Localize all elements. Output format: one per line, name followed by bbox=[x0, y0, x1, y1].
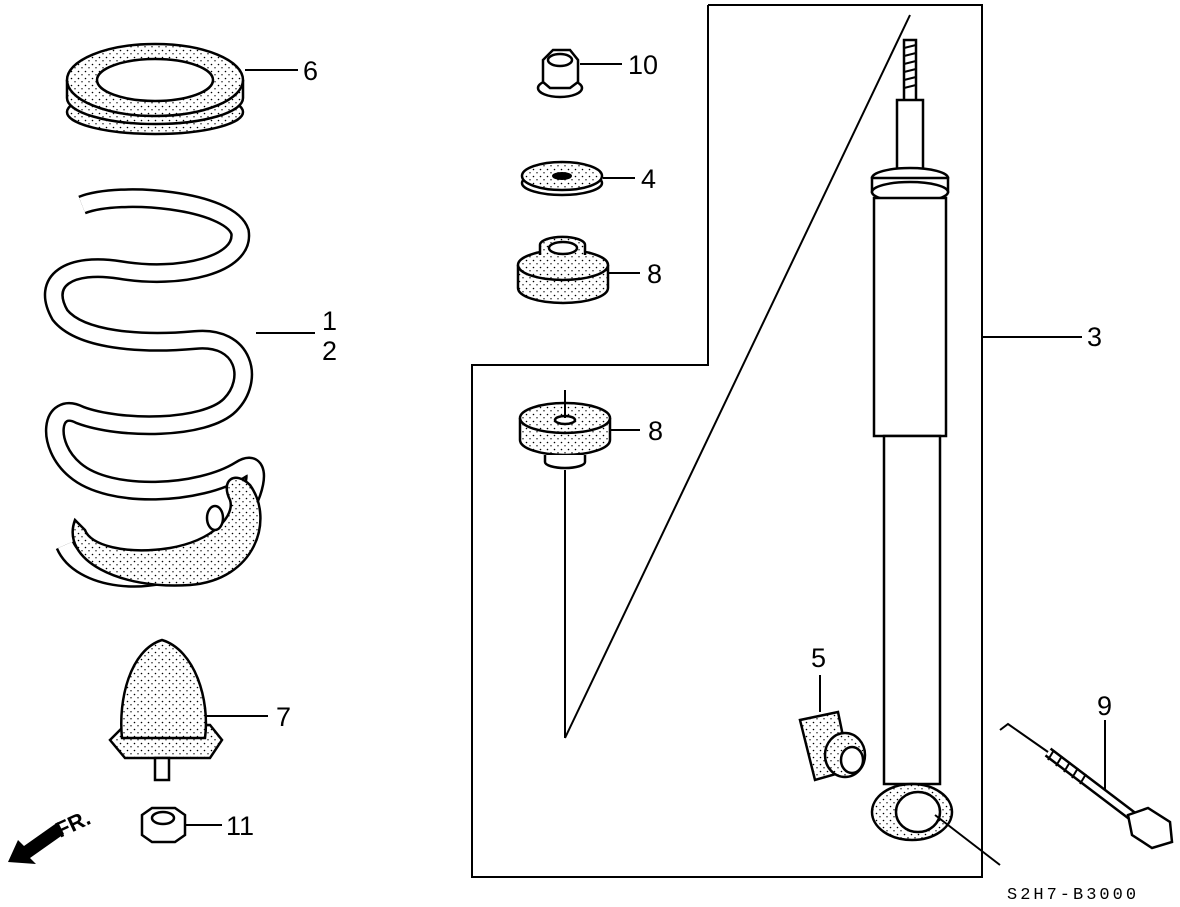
callout-2: 2 bbox=[322, 336, 337, 366]
leader-lines bbox=[185, 63, 1106, 826]
callout-10: 10 bbox=[628, 50, 658, 80]
spring-seat-rubber-6 bbox=[65, 42, 245, 136]
bushing-5 bbox=[798, 710, 867, 782]
callout-11: 11 bbox=[226, 811, 254, 841]
callout-4: 4 bbox=[641, 164, 656, 194]
shock-absorber-3 bbox=[870, 38, 954, 842]
callout-8-upper: 8 bbox=[647, 259, 662, 289]
callout-7: 7 bbox=[276, 702, 291, 732]
callout-8-lower: 8 bbox=[648, 416, 663, 446]
coil-spring-1-2 bbox=[43, 188, 266, 588]
callout-9: 9 bbox=[1097, 691, 1112, 721]
callout-1: 1 bbox=[322, 306, 337, 336]
bump-stop-7 bbox=[108, 638, 224, 782]
flange-nut-10 bbox=[536, 48, 584, 99]
front-direction-arrow bbox=[8, 822, 64, 864]
nut-11 bbox=[140, 806, 187, 844]
washer-4 bbox=[520, 160, 604, 197]
bushing-8-upper bbox=[516, 235, 610, 305]
callout-6: 6 bbox=[303, 56, 318, 86]
assembly-boundary bbox=[471, 4, 983, 878]
callout-3: 3 bbox=[1087, 322, 1102, 352]
callout-5: 5 bbox=[811, 643, 826, 673]
assembly-guide-lines bbox=[564, 14, 911, 739]
drawing-code: S2H7-B3000 bbox=[1007, 886, 1139, 905]
bolt-9 bbox=[934, 722, 1174, 866]
